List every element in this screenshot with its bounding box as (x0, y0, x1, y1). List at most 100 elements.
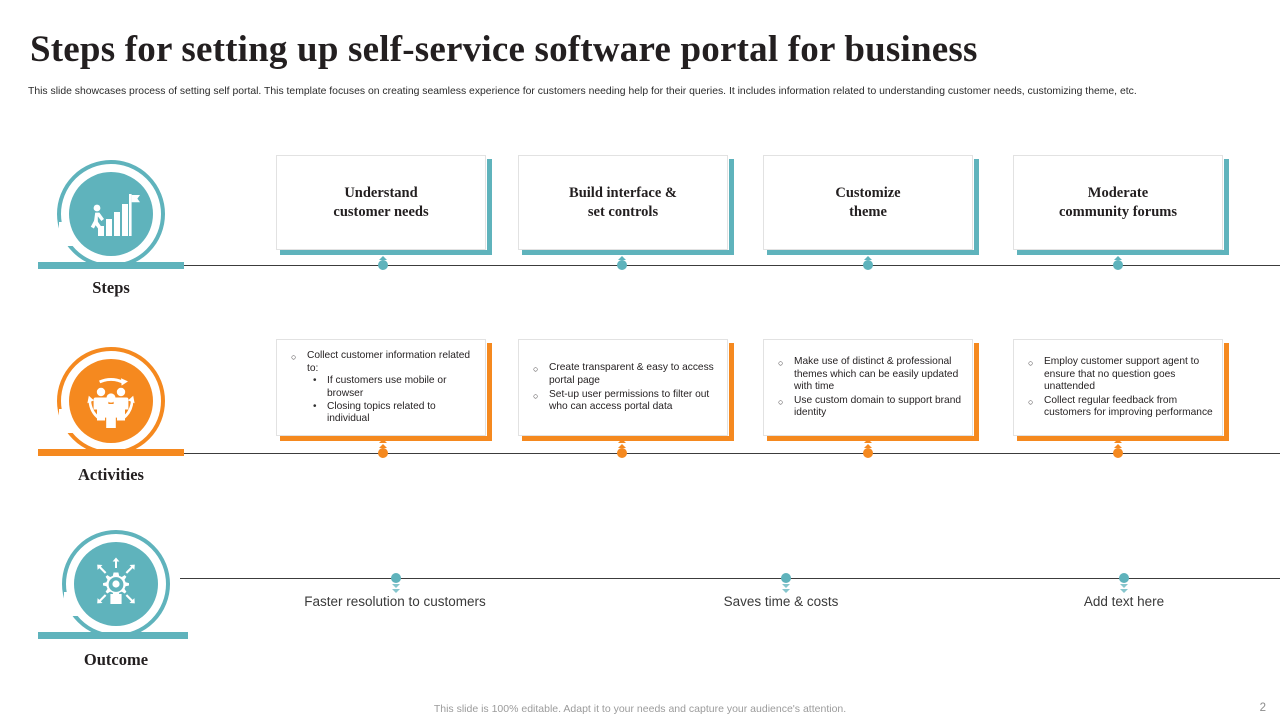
activity-card-3[interactable]: ○ Make use of distinct & professional th… (763, 339, 973, 436)
activities-baseline (180, 453, 1280, 454)
chevron-up-icon (864, 251, 872, 260)
step-connector-4 (1105, 250, 1131, 272)
badge-base-bar (38, 262, 184, 269)
step-connector-1 (370, 250, 396, 272)
activity-card-1[interactable]: ○ Collect customer information related t… (276, 339, 486, 436)
gear-person-radiating-arrows-icon (97, 557, 135, 604)
activity-bullet: ○ Collect customer information related t… (285, 350, 477, 426)
outcome-connector-1 (383, 573, 409, 595)
bullet-dot-icon: • (313, 375, 317, 387)
activity-bullet: ○ Use custom domain to support brand ide… (772, 395, 964, 420)
steps-baseline (180, 265, 1280, 266)
activity-connector-dot (863, 448, 873, 458)
activity-card-3-right-bar (974, 343, 979, 436)
activity-bullet: ○ Set-up user permissions to filter out … (527, 389, 719, 414)
badge-disc (69, 359, 153, 443)
activity-sub-text: If customers use mobile or browser (327, 375, 447, 399)
activity-bullet-text: Set-up user permissions to filter out wh… (549, 388, 710, 413)
step-card-1-bottom-bar (280, 250, 492, 255)
step-card-1-right-bar (487, 159, 492, 250)
activity-bullet-text: Use custom domain to support brand ident… (794, 394, 962, 419)
activity-connector-2 (609, 438, 635, 460)
chevron-down-icon (1120, 584, 1128, 593)
activity-connector-3 (855, 438, 881, 460)
bullet-circle-icon: ○ (291, 352, 297, 363)
outcome-connector-dot (1119, 573, 1129, 583)
outcome-connector-dot (391, 573, 401, 583)
activity-connector-dot (378, 448, 388, 458)
activity-bullet: ○ Employ customer support agent to ensur… (1022, 356, 1214, 394)
activity-sub-text: Closing topics related to individual (327, 400, 436, 425)
step-connector-3 (855, 250, 881, 272)
badge-label-outcome: Outcome (83, 650, 149, 669)
step-card-4-bottom-bar (1017, 250, 1229, 255)
outcome-connector-3 (1111, 573, 1137, 595)
step-card-4-right-bar (1224, 159, 1229, 250)
activity-bullet-text: Collect regular feedback from customers … (1044, 394, 1213, 419)
activity-connector-1 (370, 438, 396, 460)
step-card-2-right-bar (729, 159, 734, 250)
outcome-text-2: Saves time & costs (723, 594, 839, 609)
chevron-up-icon (379, 439, 387, 448)
chevron-down-icon (392, 584, 400, 593)
activity-bullet-text: Make use of distinct & professional them… (794, 356, 959, 393)
bullet-circle-icon: ○ (1028, 358, 1034, 369)
step-connector-dot (378, 260, 388, 270)
bullet-circle-icon: ○ (533, 390, 539, 401)
activity-card-4-right-bar (1224, 343, 1229, 436)
badge-disc (69, 172, 153, 256)
activity-bullet-text: Employ customer support agent to ensure … (1044, 356, 1200, 393)
activity-bullet-text: Collect customer information related to: (307, 350, 471, 374)
page-subtitle: This slide showcases process of setting … (28, 86, 1137, 97)
chevron-down-icon (782, 584, 790, 593)
activity-bullet-list: ○ Create transparent & easy to access po… (527, 362, 719, 414)
step-card-2[interactable]: Build interface &set controls (518, 155, 728, 250)
footer-note: This slide is 100% editable. Adapt it to… (433, 703, 847, 715)
activity-sub-bullet: • Closing topics related to individual (307, 401, 477, 426)
person-climbing-bars-flag-icon (90, 194, 140, 236)
activity-card-body: ○ Collect customer information related t… (277, 340, 485, 435)
step-card-3-bottom-bar (767, 250, 979, 255)
step-connector-2 (609, 250, 635, 272)
activity-card-2[interactable]: ○ Create transparent & easy to access po… (518, 339, 728, 436)
activity-connector-dot (617, 448, 627, 458)
activity-card-body: ○ Employ customer support agent to ensur… (1014, 340, 1222, 435)
outcome-text-3: Add text here (1083, 594, 1165, 609)
activity-card-1-right-bar (487, 343, 492, 436)
activity-card-4[interactable]: ○ Employ customer support agent to ensur… (1013, 339, 1223, 436)
outcome-connector-dot (781, 573, 791, 583)
outcome-connector-2 (773, 573, 799, 595)
activity-sub-list: • If customers use mobile or browser • C… (307, 375, 477, 425)
badge-base-bar (38, 632, 188, 639)
activity-card-2-bottom-bar (522, 436, 734, 441)
page-title: Steps for setting up self-service softwa… (30, 29, 978, 70)
activity-bullet-list: ○ Make use of distinct & professional th… (772, 356, 964, 421)
chevron-up-icon (618, 251, 626, 260)
step-card-3-right-bar (974, 159, 979, 250)
people-group-arrows-icon (87, 378, 135, 428)
badge-disc (74, 542, 158, 626)
activity-bullet-list: ○ Employ customer support agent to ensur… (1022, 356, 1214, 421)
activity-card-2-right-bar (729, 343, 734, 436)
bullet-circle-icon: ○ (1028, 396, 1034, 407)
activity-bullet: ○ Collect regular feedback from customer… (1022, 395, 1214, 420)
activity-bullet-text: Create transparent & easy to access port… (549, 362, 714, 386)
step-card-title: Build interface &set controls (569, 184, 677, 220)
badge-label-steps: Steps (92, 278, 130, 297)
chevron-up-icon (379, 251, 387, 260)
activity-bullet: ○ Create transparent & easy to access po… (527, 362, 719, 387)
bullet-circle-icon: ○ (778, 396, 784, 407)
chevron-up-icon (864, 439, 872, 448)
badge-base-bar (38, 449, 184, 456)
step-connector-dot (863, 260, 873, 270)
activity-card-1-bottom-bar (280, 436, 492, 441)
